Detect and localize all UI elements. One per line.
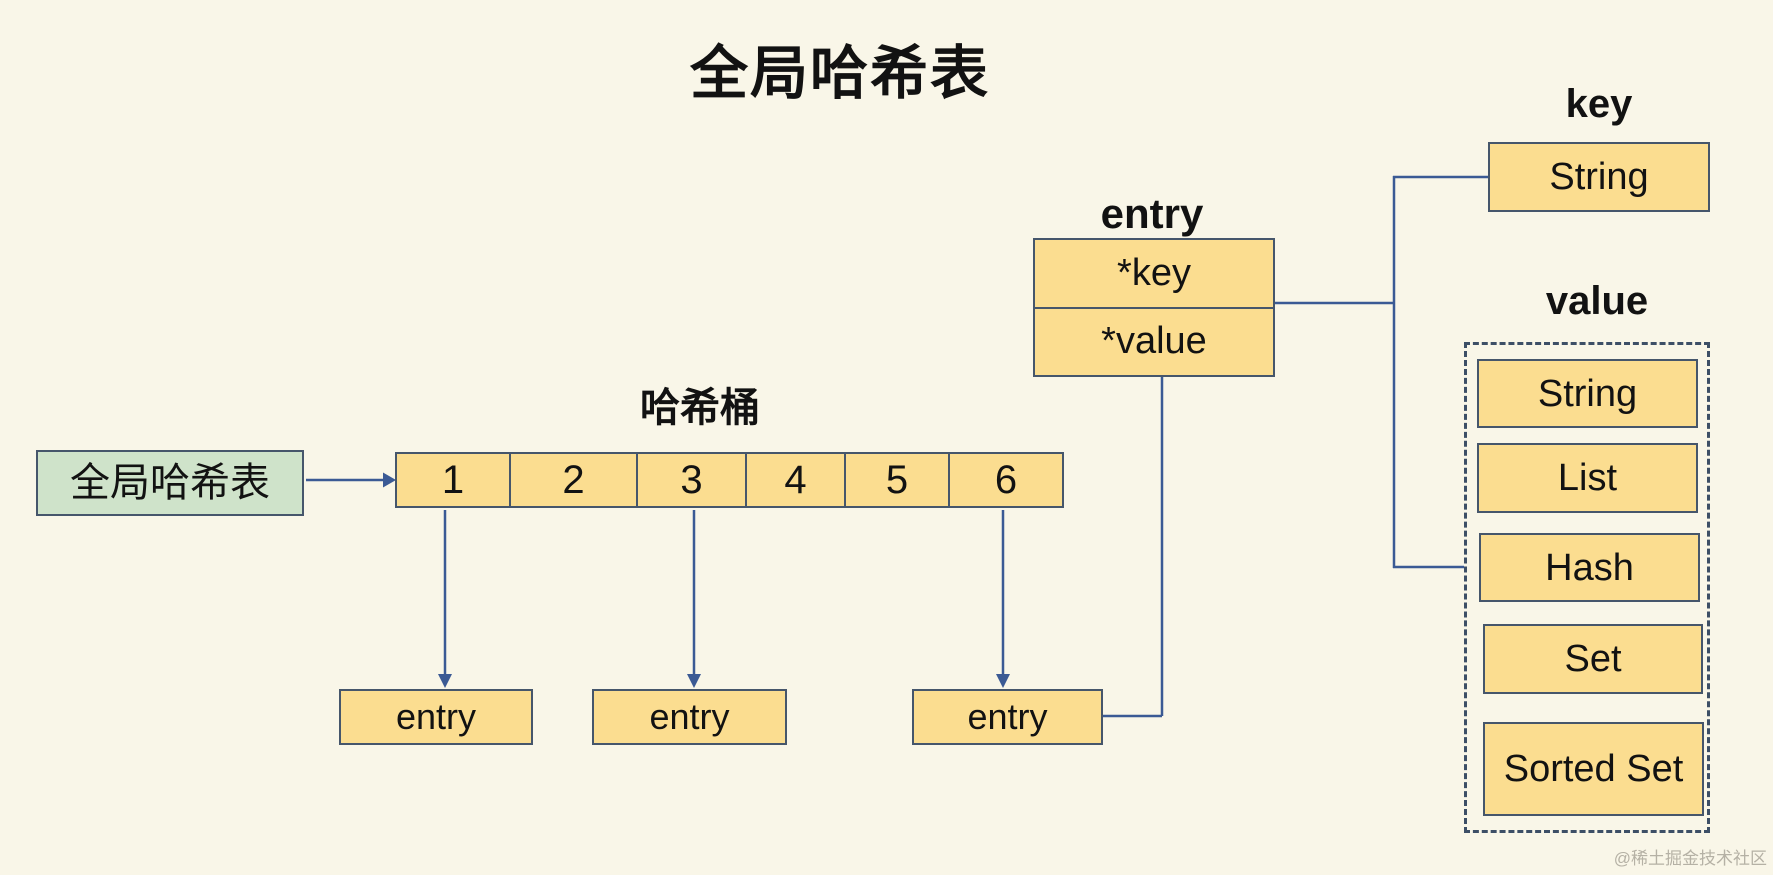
entry-box-3: entry: [912, 689, 1103, 745]
value-type-set-box: Set: [1483, 624, 1703, 694]
bucket-cell-1: 1: [397, 454, 511, 506]
value-type-string-box: String: [1477, 359, 1698, 428]
entry-box-1: entry: [339, 689, 533, 745]
bucket-array-label: 哈希桶: [640, 386, 760, 430]
value-section-label: value: [1545, 279, 1649, 323]
entry-struct-key-field: *key: [1035, 240, 1273, 309]
bucket-cell-5: 5: [846, 454, 950, 506]
page-title: 全局哈希表: [689, 41, 990, 106]
key-section-label: key: [1565, 82, 1633, 126]
entry-struct-label: entry: [1100, 190, 1204, 237]
arrowhead-down-6: [996, 674, 1010, 688]
watermark: @稀土掘金技术社区: [1613, 849, 1767, 868]
entry-struct-box: *key *value: [1033, 238, 1275, 377]
global-hash-table-label: 全局哈希表: [70, 461, 270, 505]
bucket-cell-6: 6: [994, 457, 1018, 502]
global-hash-table-box: 全局哈希表: [36, 450, 304, 516]
bucket-cell-2: 2: [511, 454, 638, 506]
arrowhead-down-3: [687, 674, 701, 688]
entry-struct-value-field: *value: [1101, 320, 1207, 363]
arrowhead-down-1: [438, 674, 452, 688]
bucket-cell-4: 4: [747, 454, 846, 506]
value-type-list-box: List: [1477, 443, 1698, 513]
key-type-string-box: String: [1488, 142, 1710, 212]
value-type-sortedset-box: Sorted Set: [1483, 722, 1704, 816]
value-type-hash-box: Hash: [1479, 533, 1700, 602]
entry-box-2: entry: [592, 689, 787, 745]
bucket-array: 1 2 3 4 5 6: [395, 452, 1064, 508]
value-types-group: [1464, 342, 1710, 833]
bucket-cell-3: 3: [638, 454, 747, 506]
